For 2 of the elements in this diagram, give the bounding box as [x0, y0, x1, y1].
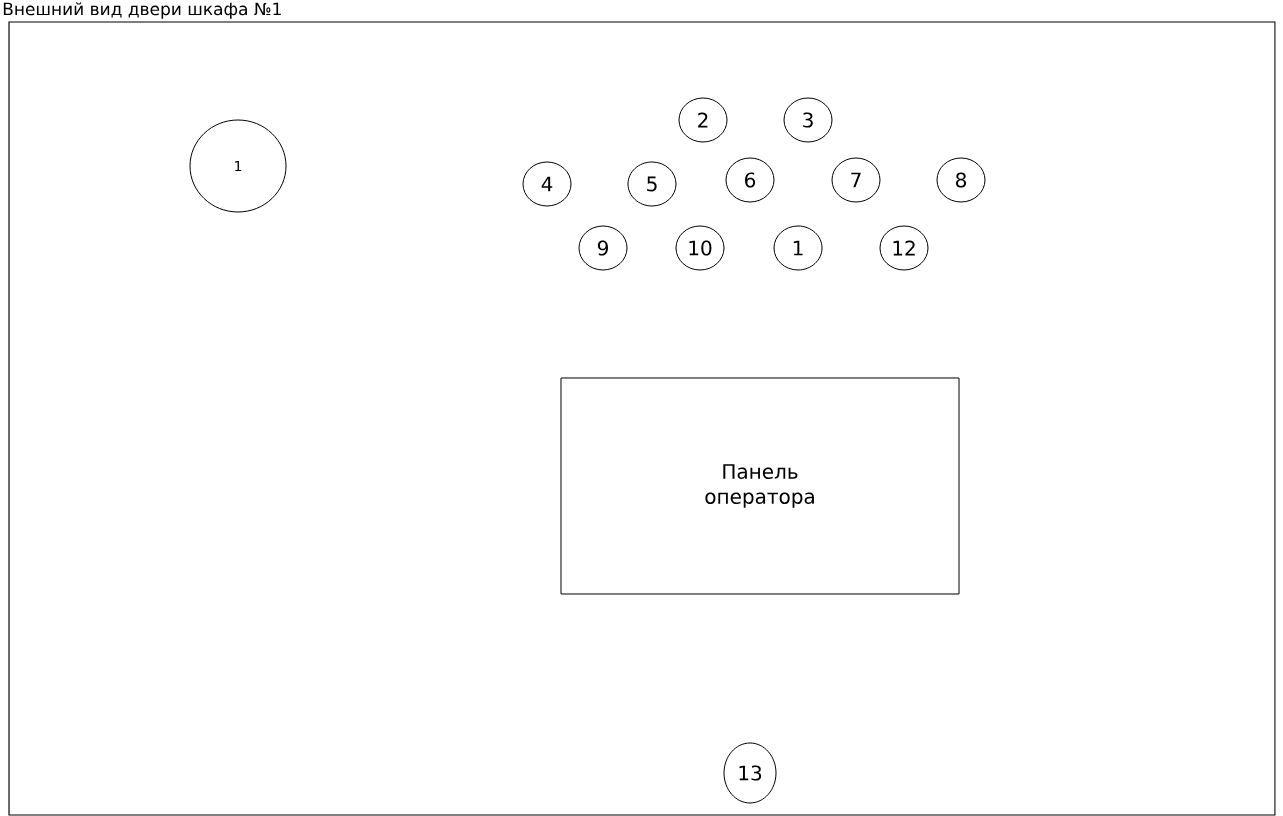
- operator-panel: Панель оператора: [560, 377, 960, 595]
- title: Внешний вид двери шкафа №1: [3, 2, 281, 19]
